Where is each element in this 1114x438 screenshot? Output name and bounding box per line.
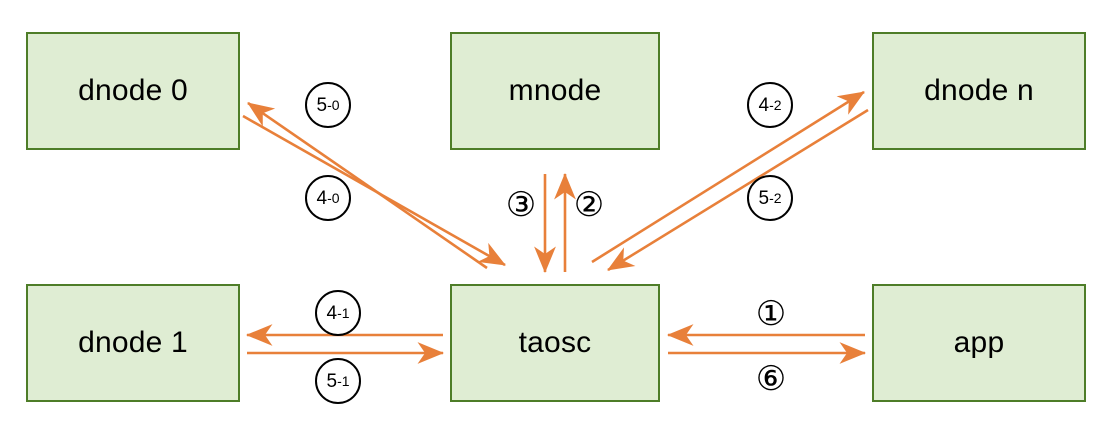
node-label: dnode 0 — [78, 74, 188, 107]
node-label: dnode 1 — [78, 326, 188, 359]
node-dnode0[interactable]: dnode 0 — [26, 32, 240, 150]
node-taosc[interactable]: taosc — [450, 284, 660, 402]
node-label: dnode n — [924, 74, 1034, 107]
node-label: app — [953, 326, 1005, 359]
edge-label-4-0[interactable]: 4-0 — [305, 175, 351, 221]
edge-label-main: ③ — [505, 186, 537, 224]
edge-label-sub: -1 — [337, 305, 350, 321]
node-dnoden[interactable]: dnode n — [872, 32, 1086, 150]
edge-4-0 — [242, 114, 506, 267]
edge-label-main: ② — [573, 186, 605, 224]
edge-label-main: 4 — [326, 302, 338, 324]
edge-label-4-2[interactable]: 4-2 — [747, 82, 793, 128]
edge-label-5-1[interactable]: 5-1 — [315, 358, 361, 404]
edge-4-2 — [591, 90, 865, 264]
edge-label-main: 4 — [758, 94, 770, 116]
edge-label-main: ⑥ — [755, 360, 787, 398]
edge-label-sub: -2 — [769, 190, 782, 206]
edge-label-main: 5 — [758, 187, 770, 209]
edge-label-5-2[interactable]: 5-2 — [747, 175, 793, 221]
edge-label-2[interactable]: ② — [566, 182, 612, 228]
node-mnode[interactable]: mnode — [450, 32, 660, 150]
edge-label-main: 5 — [326, 370, 338, 392]
edge-label-main: 5 — [316, 94, 328, 116]
edge-label-main: 4 — [316, 187, 328, 209]
edge-label-4-1[interactable]: 4-1 — [315, 290, 361, 336]
node-label: taosc — [518, 326, 592, 359]
node-app[interactable]: app — [872, 284, 1086, 402]
edge-label-main: ① — [755, 295, 787, 333]
edge-label-sub: -0 — [327, 190, 340, 206]
node-dnode1[interactable]: dnode 1 — [26, 284, 240, 402]
node-label: mnode — [508, 74, 602, 107]
edge-label-6[interactable]: ⑥ — [748, 356, 794, 402]
edge-label-sub: -1 — [337, 373, 350, 389]
edge-label-5-0[interactable]: 5-0 — [305, 82, 351, 128]
edge-label-sub: -2 — [769, 97, 782, 113]
edge-label-sub: -0 — [327, 97, 340, 113]
edge-label-1[interactable]: ① — [748, 291, 794, 337]
edge-label-3[interactable]: ③ — [498, 182, 544, 228]
edge-5-2 — [607, 108, 869, 272]
